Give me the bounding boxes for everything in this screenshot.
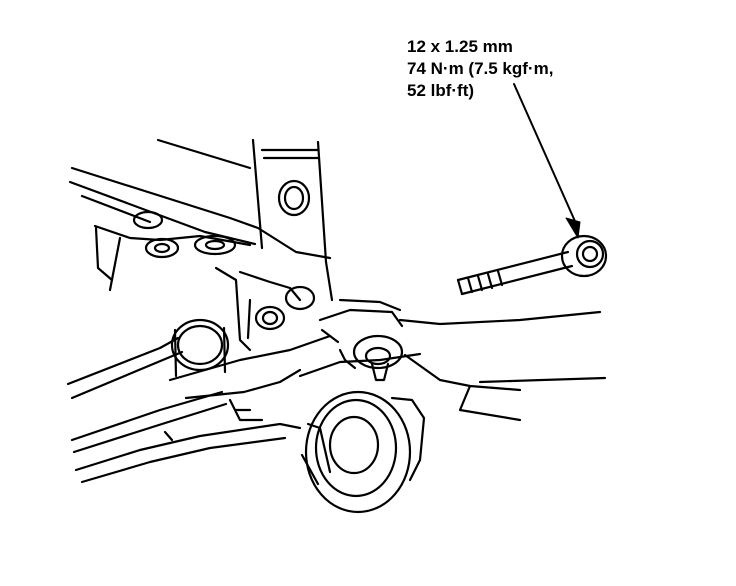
bolt-boss bbox=[318, 298, 602, 382]
stabilizer-bar bbox=[66, 318, 230, 454]
torque-imperial-label: 52 lbf·ft) bbox=[407, 81, 475, 100]
torque-spec-callout: 12 x 1.25 mm 74 N·m (7.5 kgf·m, 52 lbf·f… bbox=[407, 36, 553, 102]
bolt-size-label: 12 x 1.25 mm bbox=[407, 37, 513, 56]
panel-mounting-holes bbox=[132, 210, 237, 259]
bushing-mount bbox=[214, 266, 316, 352]
knuckle-bushing bbox=[300, 390, 426, 514]
torque-metric-label: 74 N·m (7.5 kgf·m, bbox=[407, 59, 554, 78]
flange-bolt bbox=[456, 234, 608, 296]
callout-leader-arrow bbox=[513, 83, 581, 239]
lower-control-arm bbox=[74, 334, 607, 484]
vertical-bracket bbox=[251, 138, 334, 302]
